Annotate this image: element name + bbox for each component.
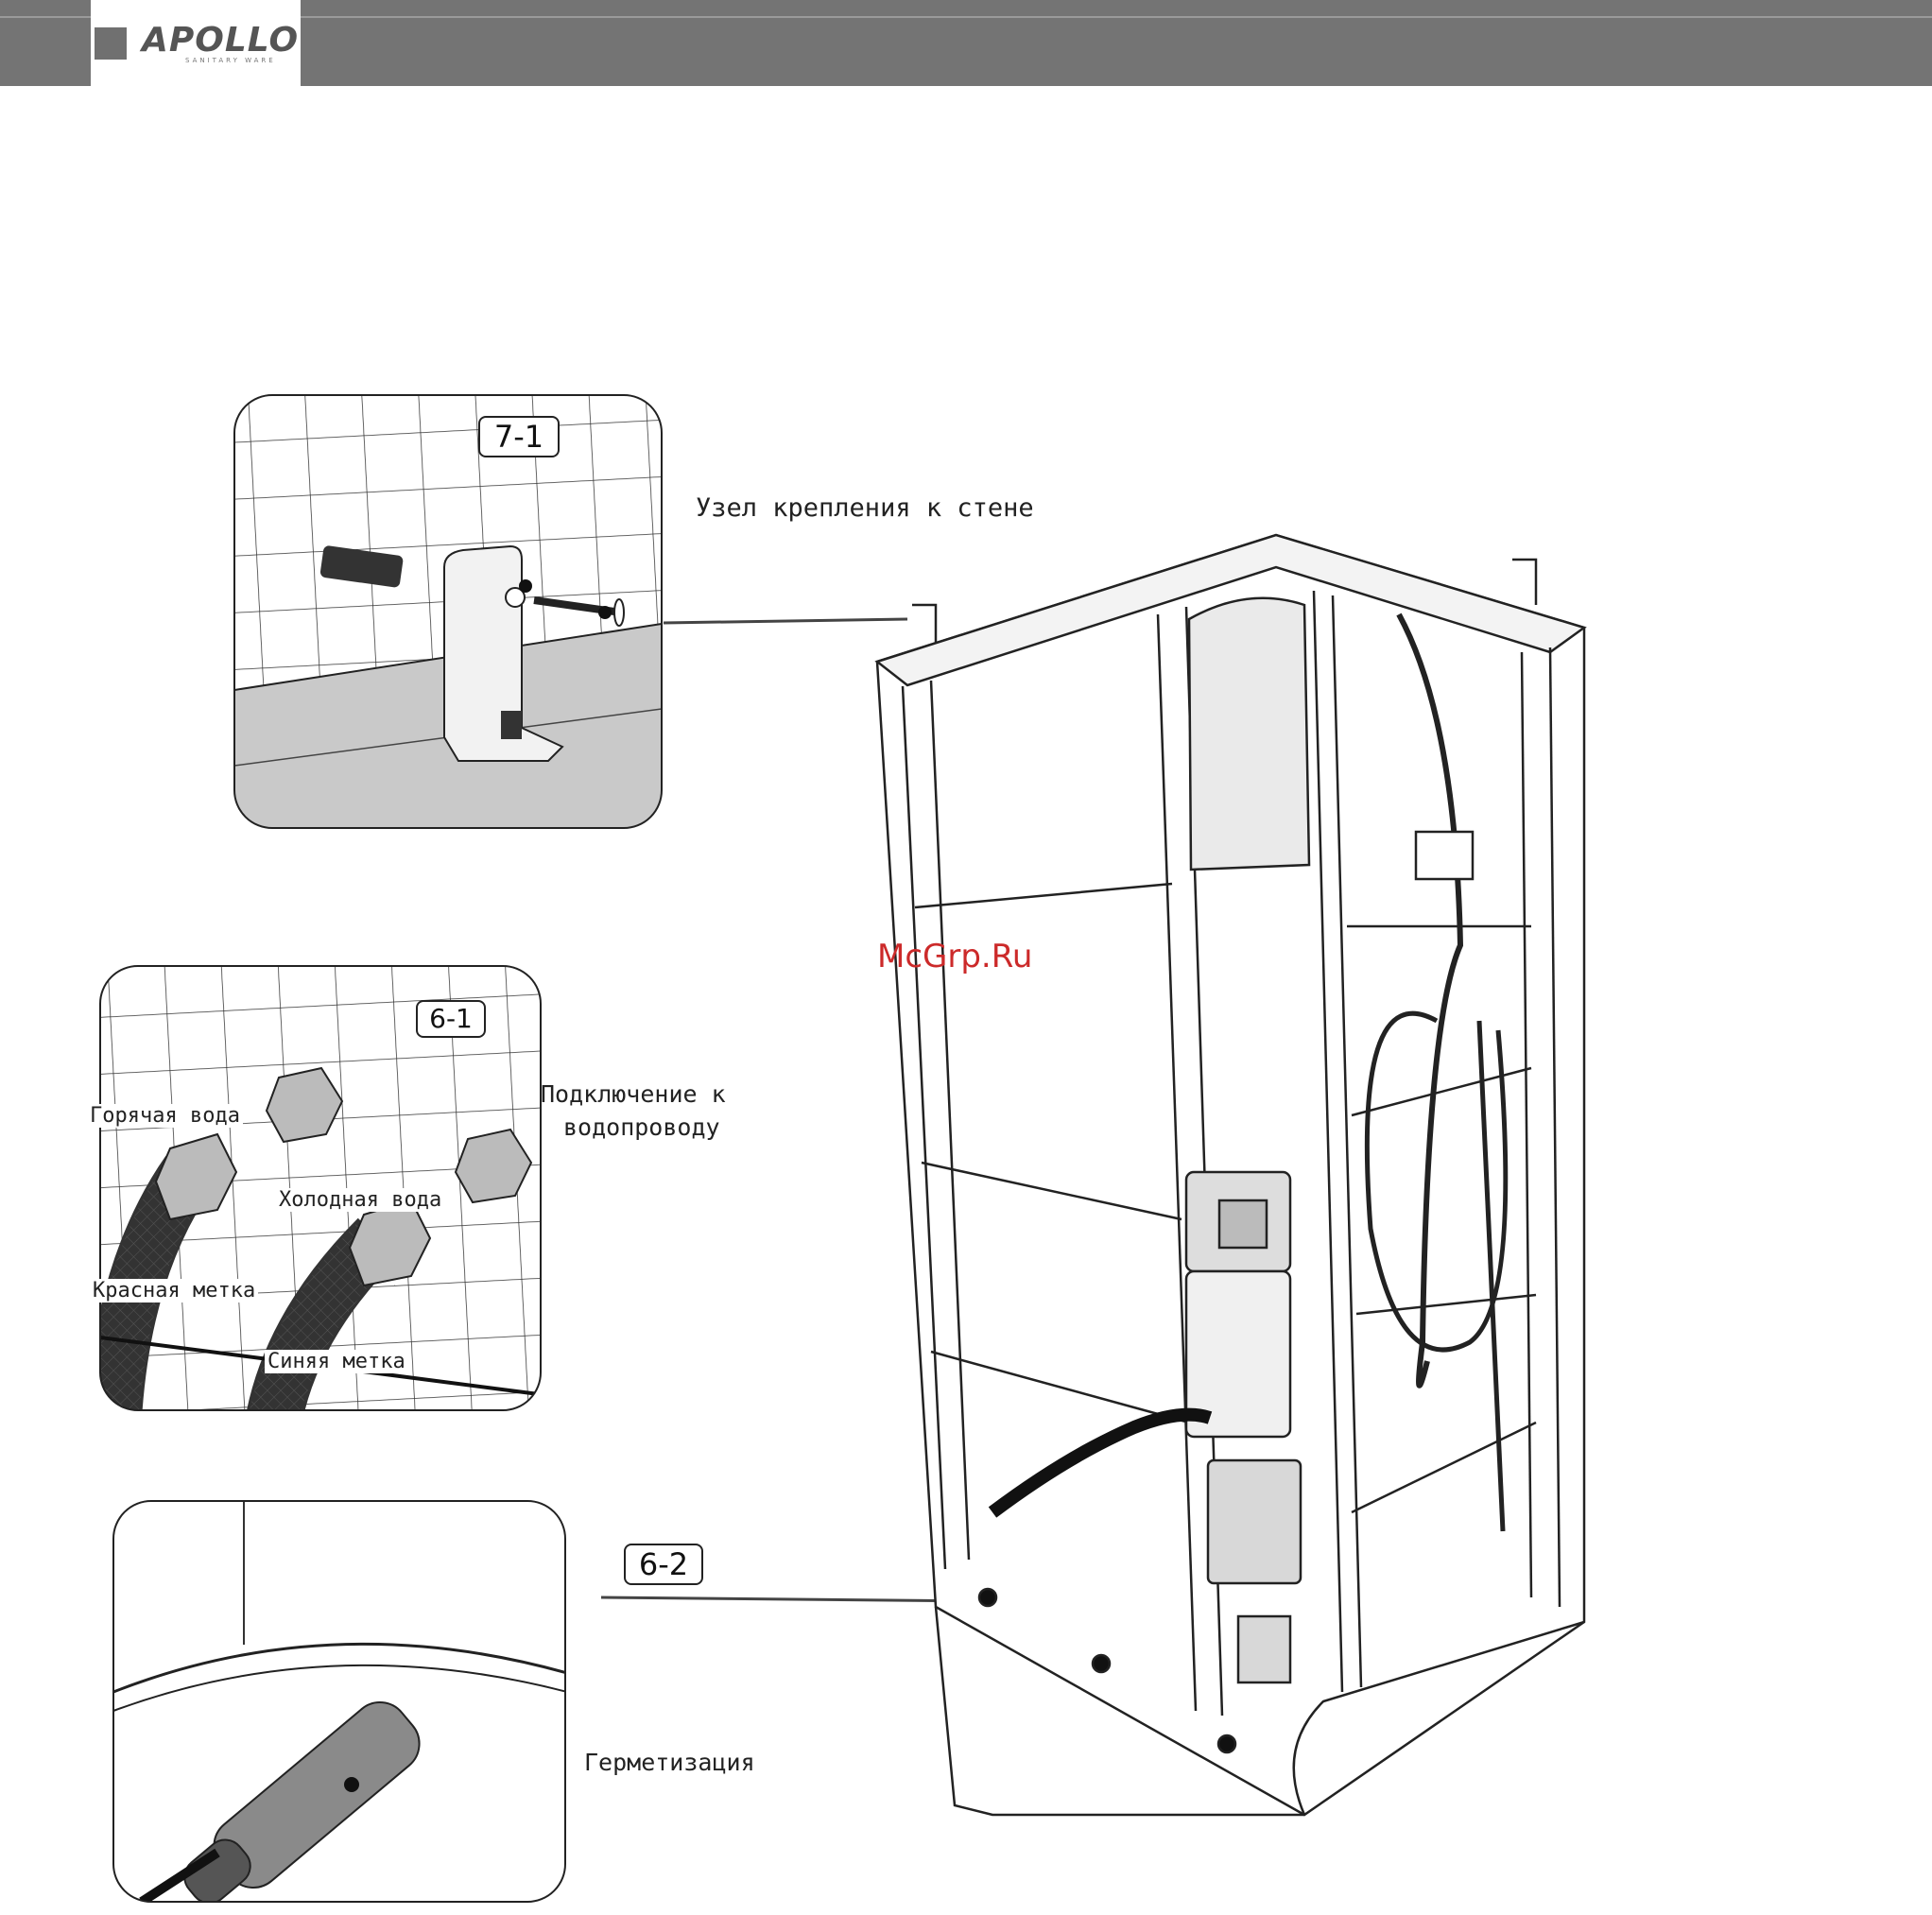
water-connection-label-line1: Подключение к <box>541 1080 726 1108</box>
brand-name: APOLLO <box>142 21 300 60</box>
cold-water-label: Холодная вода <box>276 1188 445 1212</box>
step-6-2-tag: 6-2 <box>624 1544 703 1585</box>
blue-mark-label: Синяя метка <box>265 1350 408 1373</box>
red-mark-label: Красная метка <box>90 1279 259 1303</box>
panel-7-1 <box>234 395 662 828</box>
water-connection-label-line2: водопроводу <box>563 1113 720 1141</box>
panel-6-2 <box>113 1501 565 1902</box>
sealing-label: Герметизация <box>584 1749 755 1776</box>
step-6-1-tag: 6-1 <box>416 1000 486 1038</box>
apollo-logo-icon <box>95 27 127 60</box>
step-7-1-tag: 7-1 <box>478 416 560 457</box>
hot-water-label: Горячая вода <box>87 1104 243 1128</box>
sealant-gun-icon <box>139 1701 421 1902</box>
shower-cabin-icon <box>874 533 1587 1817</box>
header-bar <box>0 0 1932 86</box>
watermark: McGrp.Ru <box>877 938 1033 975</box>
wall-mount-label: Узел крепления к стене <box>696 493 1034 523</box>
brand-subtitle: SANITARY WARE <box>185 57 276 64</box>
wall-bracket-icon <box>443 544 564 762</box>
header-divider <box>0 16 1932 18</box>
